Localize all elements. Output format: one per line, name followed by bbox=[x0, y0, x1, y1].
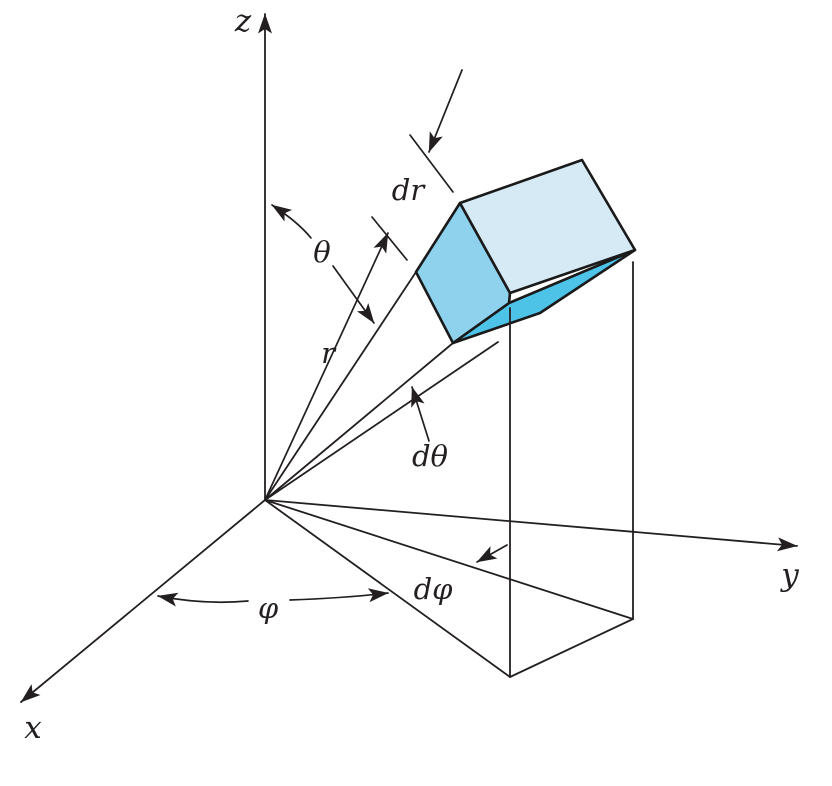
annotations bbox=[157, 69, 508, 607]
radial-ray-upper bbox=[264, 271, 417, 501]
base-ray-far bbox=[264, 499, 634, 620]
base-ray-near bbox=[264, 499, 511, 678]
dr-tick-outer bbox=[409, 134, 454, 193]
labels: z y x θ r φ dr dθ dφ bbox=[24, 3, 799, 746]
phi-arc-left bbox=[157, 592, 249, 607]
vertical-projections bbox=[509, 261, 634, 678]
dr-arrow bbox=[428, 69, 463, 153]
base-edge bbox=[509, 618, 634, 678]
theta-arc-upper bbox=[271, 204, 312, 239]
x-axis bbox=[20, 499, 266, 703]
dr-label: dr bbox=[392, 173, 427, 207]
volume-element-top-face bbox=[458, 158, 637, 295]
theta-label: θ bbox=[313, 235, 330, 269]
dtheta-arrow bbox=[411, 386, 430, 442]
radial-ray-dtheta bbox=[264, 341, 499, 501]
radial-ray-lower bbox=[264, 342, 454, 501]
phi-arc-right bbox=[289, 588, 389, 603]
dphi-label: dφ bbox=[414, 572, 454, 606]
r-label: r bbox=[321, 336, 337, 370]
phi-label: φ bbox=[258, 591, 279, 625]
volume-element bbox=[414, 158, 637, 345]
y-axis-label: y bbox=[779, 557, 799, 593]
z-axis-label: z bbox=[234, 3, 252, 39]
y-axis bbox=[264, 499, 798, 552]
dtheta-label: dθ bbox=[412, 439, 448, 473]
dr-tick-inner bbox=[371, 216, 408, 261]
x-axis-label: x bbox=[24, 710, 42, 746]
dphi-arrow bbox=[476, 544, 508, 563]
r-dimension-line bbox=[264, 232, 389, 501]
axes bbox=[20, 13, 798, 703]
theta-arc-lower bbox=[332, 265, 375, 324]
